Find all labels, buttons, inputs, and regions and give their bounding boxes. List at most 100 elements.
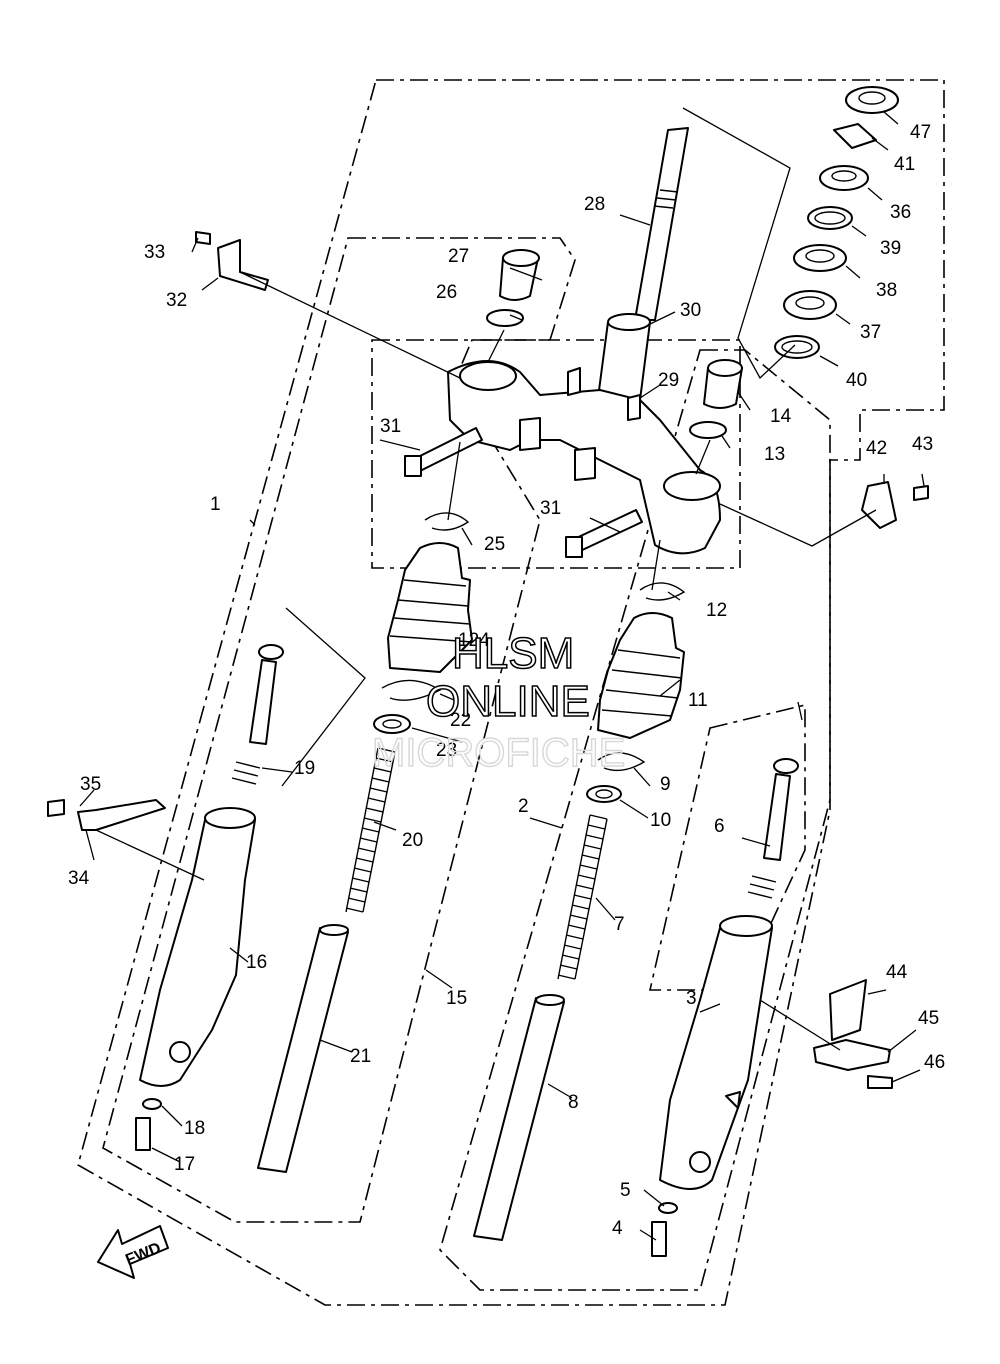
- callout-21: 21: [350, 1046, 371, 1067]
- inner-tube-21: [257, 927, 349, 1173]
- callout-39: 39: [880, 238, 901, 259]
- callout-27: 27: [448, 246, 469, 267]
- callout-44: 44: [886, 962, 908, 983]
- race-37: [783, 290, 837, 320]
- oil-seals: [373, 714, 622, 803]
- callout-17: 17: [174, 1154, 195, 1175]
- callout-36: 36: [890, 202, 911, 223]
- springs: [231, 747, 777, 980]
- leader-lines: [79, 107, 925, 1241]
- outline-right-spring: [648, 703, 806, 991]
- outer-tube-3: [659, 919, 773, 1190]
- circlip-9: [597, 752, 646, 772]
- callout-20: 20: [402, 830, 423, 851]
- callout-1: 1: [210, 494, 221, 515]
- callout-38: 38: [876, 280, 897, 301]
- drain-bolts: [135, 1098, 678, 1257]
- pinch-bolt-31-left: [411, 427, 483, 473]
- callout-23: 23: [436, 740, 457, 761]
- callout-2: 2: [518, 796, 529, 817]
- o-ring-13: [689, 421, 727, 439]
- callout-14: 14: [770, 406, 792, 427]
- callout-34: 34: [68, 868, 90, 889]
- pinch-bolts: [404, 427, 643, 558]
- brackets: [47, 231, 929, 1089]
- callout-4: 4: [612, 1218, 623, 1239]
- washer-18: [142, 1098, 162, 1110]
- circlip-25: [424, 512, 470, 531]
- callout-12: 12: [706, 600, 727, 621]
- under-bracket: [447, 360, 721, 555]
- dust-seal-47: [845, 86, 899, 114]
- outline-right-leg: [439, 349, 831, 1291]
- callout-13: 13: [764, 444, 785, 465]
- watermark-line1: HLSM: [452, 629, 574, 678]
- callout-18: 18: [184, 1118, 205, 1139]
- o-ring-26: [486, 309, 524, 327]
- callout-3: 3: [686, 988, 697, 1009]
- fwd-arrow: FWD: [97, 1225, 169, 1279]
- circlip-12: [639, 582, 686, 601]
- ring-nut-36: [819, 165, 869, 191]
- bracket-45: [813, 1039, 891, 1071]
- dust-boots: [387, 542, 685, 739]
- spring-20: [345, 747, 396, 913]
- callout-28: 28: [584, 194, 605, 215]
- bolt-33: [195, 231, 211, 245]
- clamp-42: [861, 481, 897, 529]
- ball-race-40: [774, 335, 820, 359]
- callout-42: 42: [866, 438, 887, 459]
- callout-6: 6: [714, 816, 725, 837]
- cap-bolts: [486, 249, 743, 439]
- callout-43: 43: [912, 434, 933, 455]
- circlip-22: [381, 679, 442, 701]
- callout-15: 15: [446, 988, 467, 1009]
- callout-9: 9: [660, 774, 671, 795]
- callout-26: 26: [436, 282, 457, 303]
- race-38: [793, 244, 847, 272]
- seal-10: [586, 785, 622, 803]
- callout-22: 22: [450, 710, 471, 731]
- callout-31-right: 31: [540, 498, 561, 519]
- callout-16: 16: [246, 952, 267, 973]
- damper-rod-19: [249, 659, 277, 745]
- steering-stem: [597, 127, 689, 406]
- callout-10: 10: [650, 810, 671, 831]
- bearing-stack: [774, 86, 899, 359]
- inner-tube-8: [473, 997, 565, 1241]
- callout-31-left: 31: [380, 416, 401, 437]
- boot-124: [387, 542, 473, 673]
- callout-41: 41: [894, 154, 915, 175]
- ball-race-39: [807, 206, 853, 230]
- callout-45: 45: [918, 1008, 939, 1029]
- callout-25: 25: [484, 534, 505, 555]
- callout-46: 46: [924, 1052, 945, 1073]
- callout-40: 40: [846, 370, 867, 391]
- bracket-32: [217, 239, 269, 291]
- seal-23: [373, 714, 411, 734]
- callout-19: 19: [294, 758, 315, 779]
- callout-32: 32: [166, 290, 187, 311]
- nut-41: [833, 123, 877, 149]
- callout-47: 47: [910, 122, 931, 143]
- damper-rods: [249, 644, 799, 861]
- spring-short-right: [747, 875, 777, 899]
- bolt-43: [913, 485, 929, 501]
- watermark: HLSM ONLINE MICROFICHE: [371, 628, 626, 775]
- callout-124: 124: [458, 630, 490, 651]
- watermark-line2: ONLINE: [426, 677, 590, 726]
- callout-33: 33: [144, 242, 165, 263]
- bolt-35: [47, 799, 65, 817]
- outer-tubes: [139, 807, 773, 1190]
- callout-11: 11: [688, 690, 708, 711]
- bolt-17: [135, 1117, 151, 1151]
- callout-30: 30: [680, 300, 701, 321]
- callout-5: 5: [620, 1180, 631, 1201]
- callout-7: 7: [614, 914, 625, 935]
- bolt-4: [651, 1221, 667, 1257]
- callout-labels: 1 2 3 4 5 6 7 8 9 10 11 12 13 14 15 16 1…: [68, 122, 945, 1239]
- spring-7: [557, 814, 608, 980]
- damper-rod-6: [763, 773, 791, 861]
- spring-short-left: [231, 761, 261, 785]
- guide-44: [829, 979, 867, 1041]
